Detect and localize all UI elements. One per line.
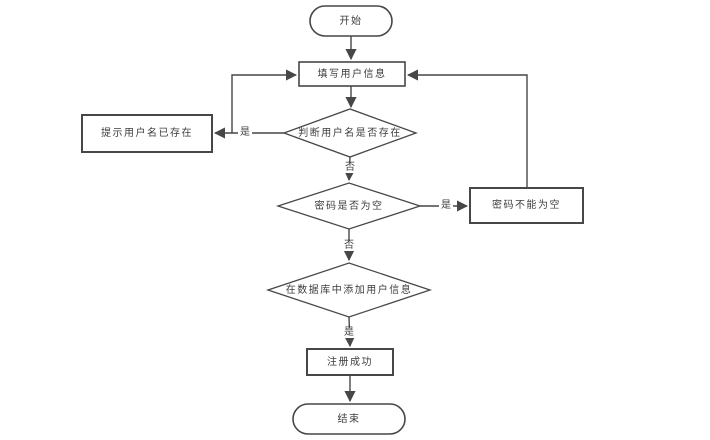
add-to-database-decision-shape — [265, 262, 433, 318]
register-success-label: 注册成功 — [327, 356, 373, 368]
end-terminator-shape — [292, 403, 406, 435]
check-password-decision-shape — [275, 182, 423, 230]
end-label: 结束 — [337, 413, 361, 425]
edge-label-password-no: 否 — [342, 240, 356, 251]
check-username-decision-shape — [282, 108, 418, 158]
fill-info-process-shape — [298, 61, 406, 87]
username-exists-msg-label: 提示用户名已存在 — [101, 128, 193, 139]
edge-label-username-no: 否 — [343, 162, 357, 173]
register-success-process-shape — [306, 348, 394, 376]
check-username-label: 判断用户名是否存在 — [298, 127, 402, 139]
start-label: 开始 — [339, 15, 363, 27]
fill-info-label: 填写用户信息 — [317, 68, 387, 80]
edge-loop-left-to-fill-info — [231, 69, 298, 133]
add-to-database-label: 在数据库中添加用户信息 — [285, 284, 413, 296]
username-exists-msg-shape — [81, 114, 213, 153]
check-password-label: 密码是否为空 — [314, 200, 384, 212]
edge-label-db-yes: 是 — [342, 327, 356, 338]
start-terminator-shape — [309, 5, 393, 37]
password-empty-msg-label: 密码不能为空 — [492, 200, 561, 211]
edge-loop-right-to-fill-info — [406, 69, 528, 188]
edge-label-username-yes: 是 — [238, 127, 252, 138]
edge-label-password-yes: 是 — [439, 200, 453, 211]
password-empty-msg-shape — [469, 187, 584, 224]
